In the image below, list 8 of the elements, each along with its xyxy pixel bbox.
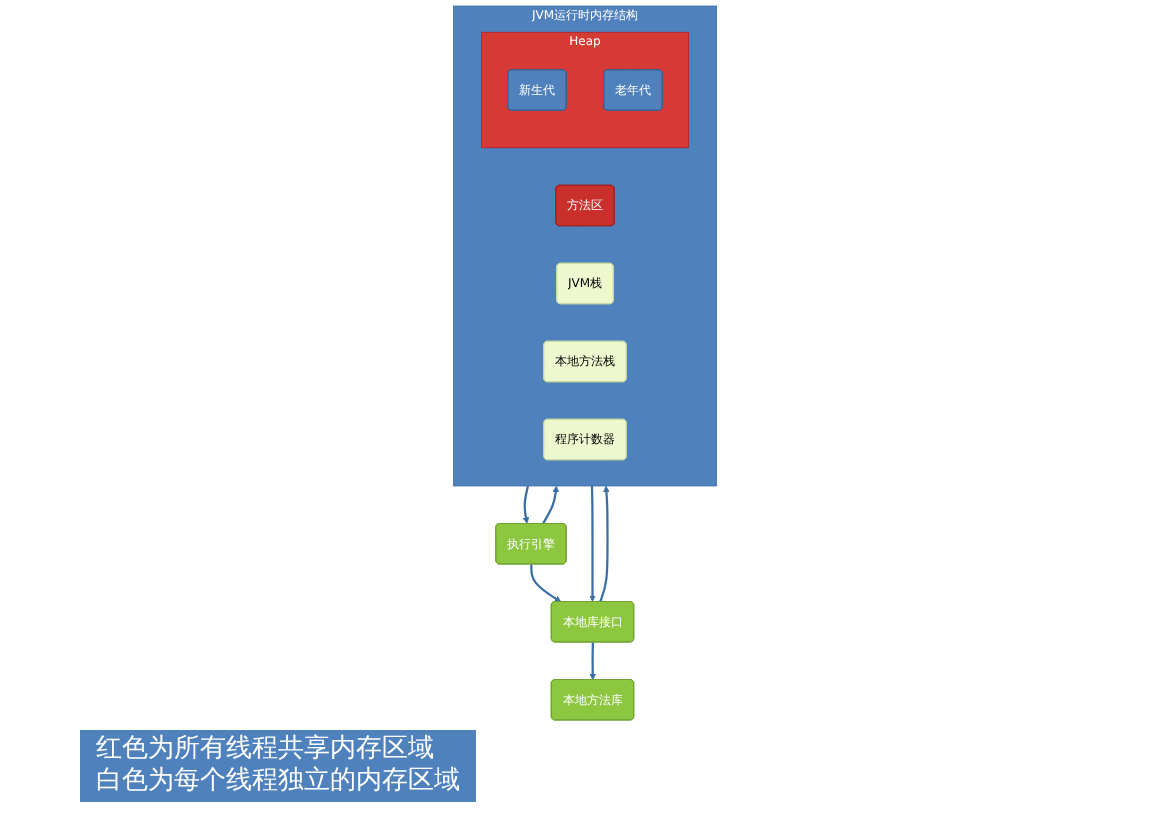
- arrow: [589, 642, 597, 681]
- note-text: 白色为每个线程独立的内存区域: [96, 766, 460, 798]
- note-text: 红色为所有线程共享内存区域: [96, 734, 436, 766]
- arrow: [542, 485, 560, 525]
- arrow: [589, 485, 596, 602]
- arrow: [522, 485, 530, 524]
- arrow: [530, 564, 562, 603]
- arrow: [599, 485, 610, 602]
